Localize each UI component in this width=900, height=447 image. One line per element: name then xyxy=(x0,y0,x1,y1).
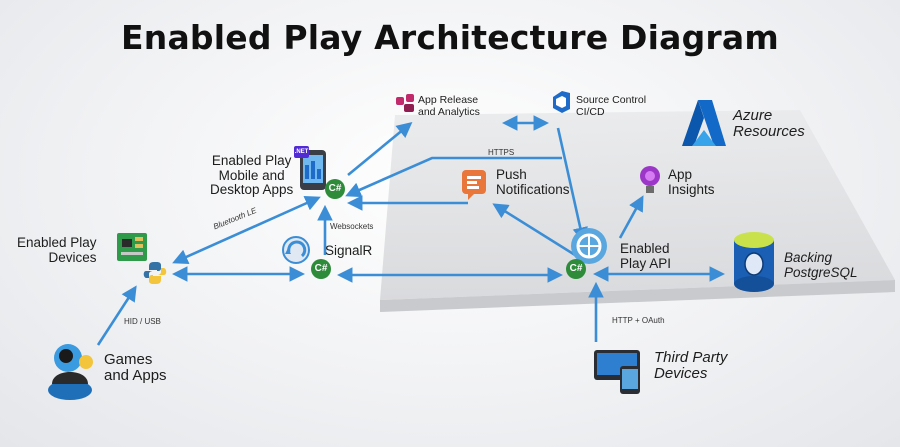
page-title: Enabled Play Architecture Diagram xyxy=(121,18,779,57)
postgres-icon xyxy=(734,232,774,292)
phone-icon xyxy=(300,150,326,190)
azure-resources-label: Azure Resources xyxy=(733,107,805,141)
circuit-board-icon xyxy=(117,233,147,261)
edge-games-devices xyxy=(96,285,137,346)
hid-edge-label: HID / USB xyxy=(124,317,161,326)
csharp-badge-api: C# xyxy=(566,259,586,279)
api-label: Enabled Play API xyxy=(620,241,672,271)
games-label: Games and Apps xyxy=(104,351,167,385)
devices-label: Enabled Play Devices xyxy=(17,235,97,265)
source-control-label: Source Control CI/CD xyxy=(576,94,647,118)
dotnet-badge xyxy=(294,146,309,158)
mobile-apps-label: Enabled Play Mobile and Desktop Apps xyxy=(210,153,294,198)
dotnet-badge-label: .NET xyxy=(294,149,309,155)
edge-sourcecontrol-api xyxy=(556,127,588,244)
edge-api-push xyxy=(492,203,576,257)
tablet-phone-icon xyxy=(594,350,640,394)
push-notifications-icon xyxy=(462,170,486,200)
app-release-label: App Release and Analytics xyxy=(418,94,480,118)
third-party-label: Third Party Devices xyxy=(654,349,728,383)
app-insights-icon xyxy=(640,166,660,193)
csharp-badge-mobile: C# xyxy=(325,179,345,199)
push-notifications-label: Push Notifications xyxy=(496,167,570,197)
game-character-icon xyxy=(48,344,93,400)
edge-mobile-release xyxy=(347,122,413,177)
https-edge-label: HTTPS xyxy=(488,148,515,157)
csharp-badge-signalr: C# xyxy=(311,259,331,279)
api-icon xyxy=(571,228,607,264)
python-icon xyxy=(143,262,167,284)
websockets-edge-label: Websockets xyxy=(330,222,374,231)
azure-platform xyxy=(380,110,895,312)
edge-api-insights xyxy=(618,195,644,239)
devops-icon xyxy=(553,91,570,113)
edge-devices-mobile xyxy=(172,195,321,265)
app-insights-label: App Insights xyxy=(668,167,715,197)
signalr-label: SignalR xyxy=(325,243,373,258)
connection-arrows xyxy=(96,115,726,346)
app-center-icon xyxy=(396,94,414,112)
edge-api-mobile-https xyxy=(345,156,562,198)
oauth-edge-label: HTTP + OAuth xyxy=(612,316,665,325)
postgres-label: Backing PostgreSQL xyxy=(784,250,858,280)
signalr-icon xyxy=(282,236,310,264)
azure-logo-icon xyxy=(682,100,726,146)
